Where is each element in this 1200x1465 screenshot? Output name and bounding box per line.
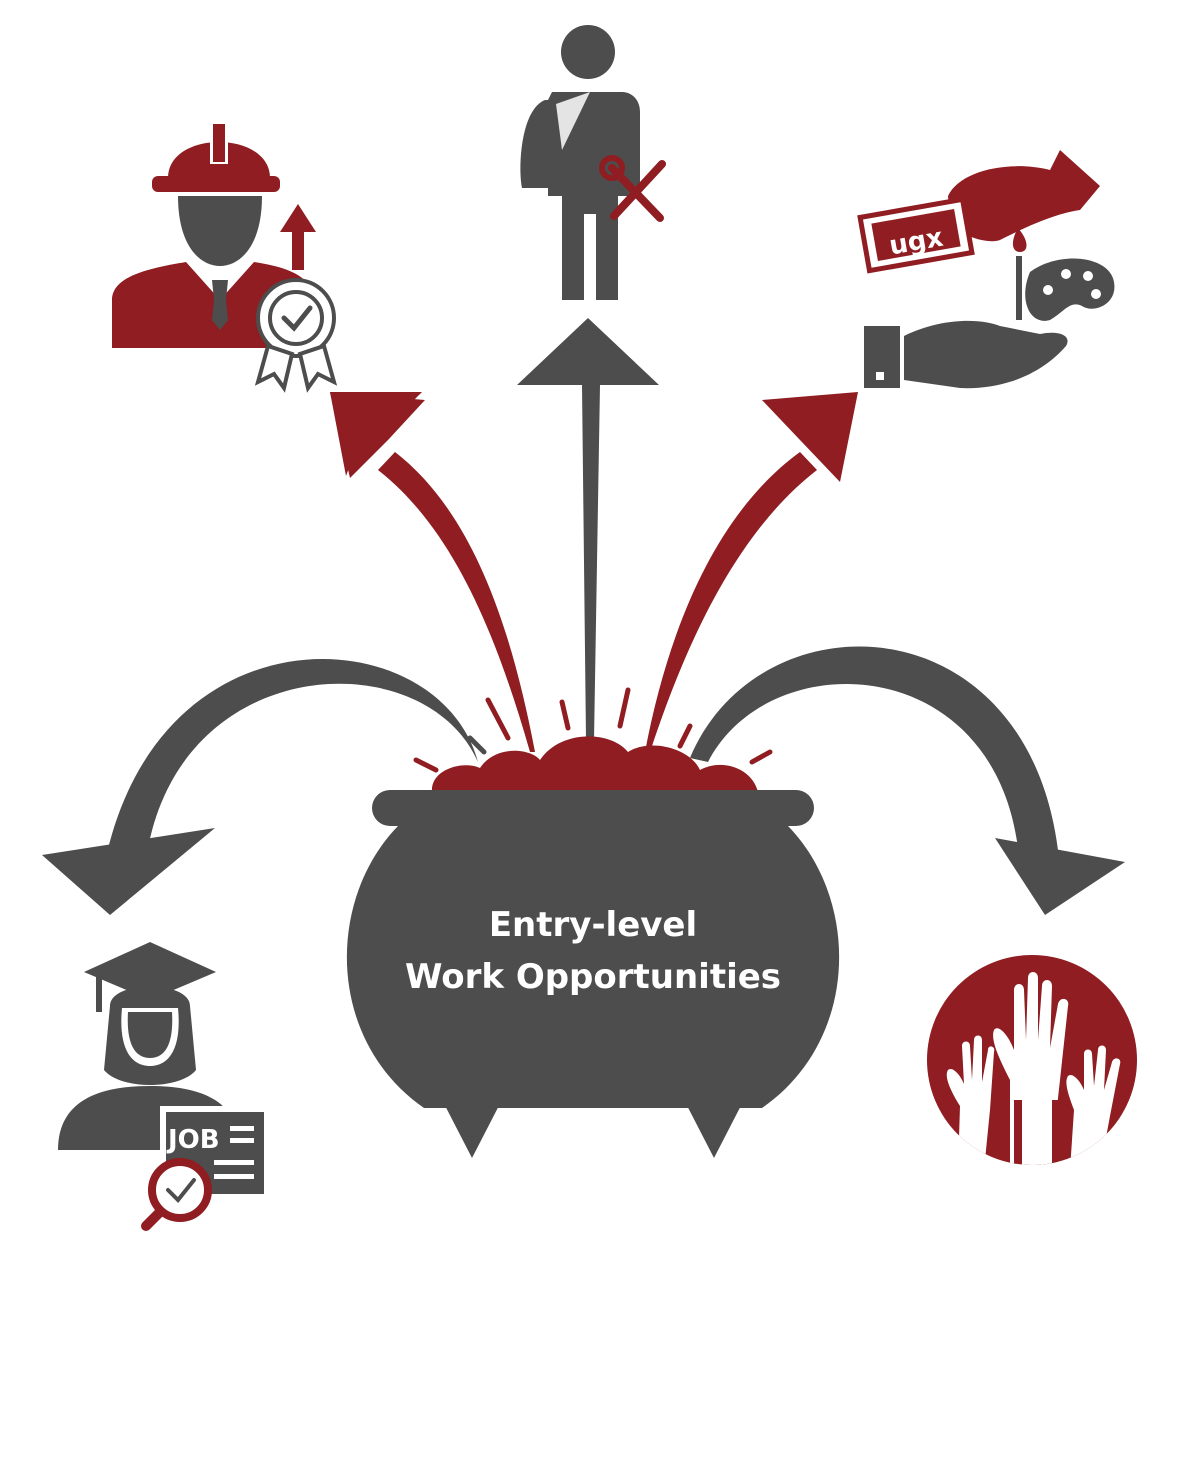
arrow-left-gray (42, 658, 478, 915)
job-doc-label: JOB (166, 1125, 220, 1155)
arrow-left-red (330, 392, 535, 752)
pot-title-line1: Entry-level (489, 905, 697, 945)
arrow-right-red (645, 392, 858, 752)
cauldron: Entry-level Work Opportunities (346, 736, 840, 1158)
arrow-center-gray (517, 318, 659, 740)
graduate-job-search-icon: JOB (58, 942, 270, 1231)
burst-lines (413, 687, 773, 773)
volunteer-hands-icon (927, 955, 1137, 1165)
student-with-tools-icon (520, 25, 666, 300)
construction-worker-certified-icon (112, 120, 338, 393)
pot-title-line2: Work Opportunities (405, 957, 781, 997)
arrow-right-gray (690, 646, 1125, 915)
payment-for-art-icon: ugx (857, 150, 1115, 389)
